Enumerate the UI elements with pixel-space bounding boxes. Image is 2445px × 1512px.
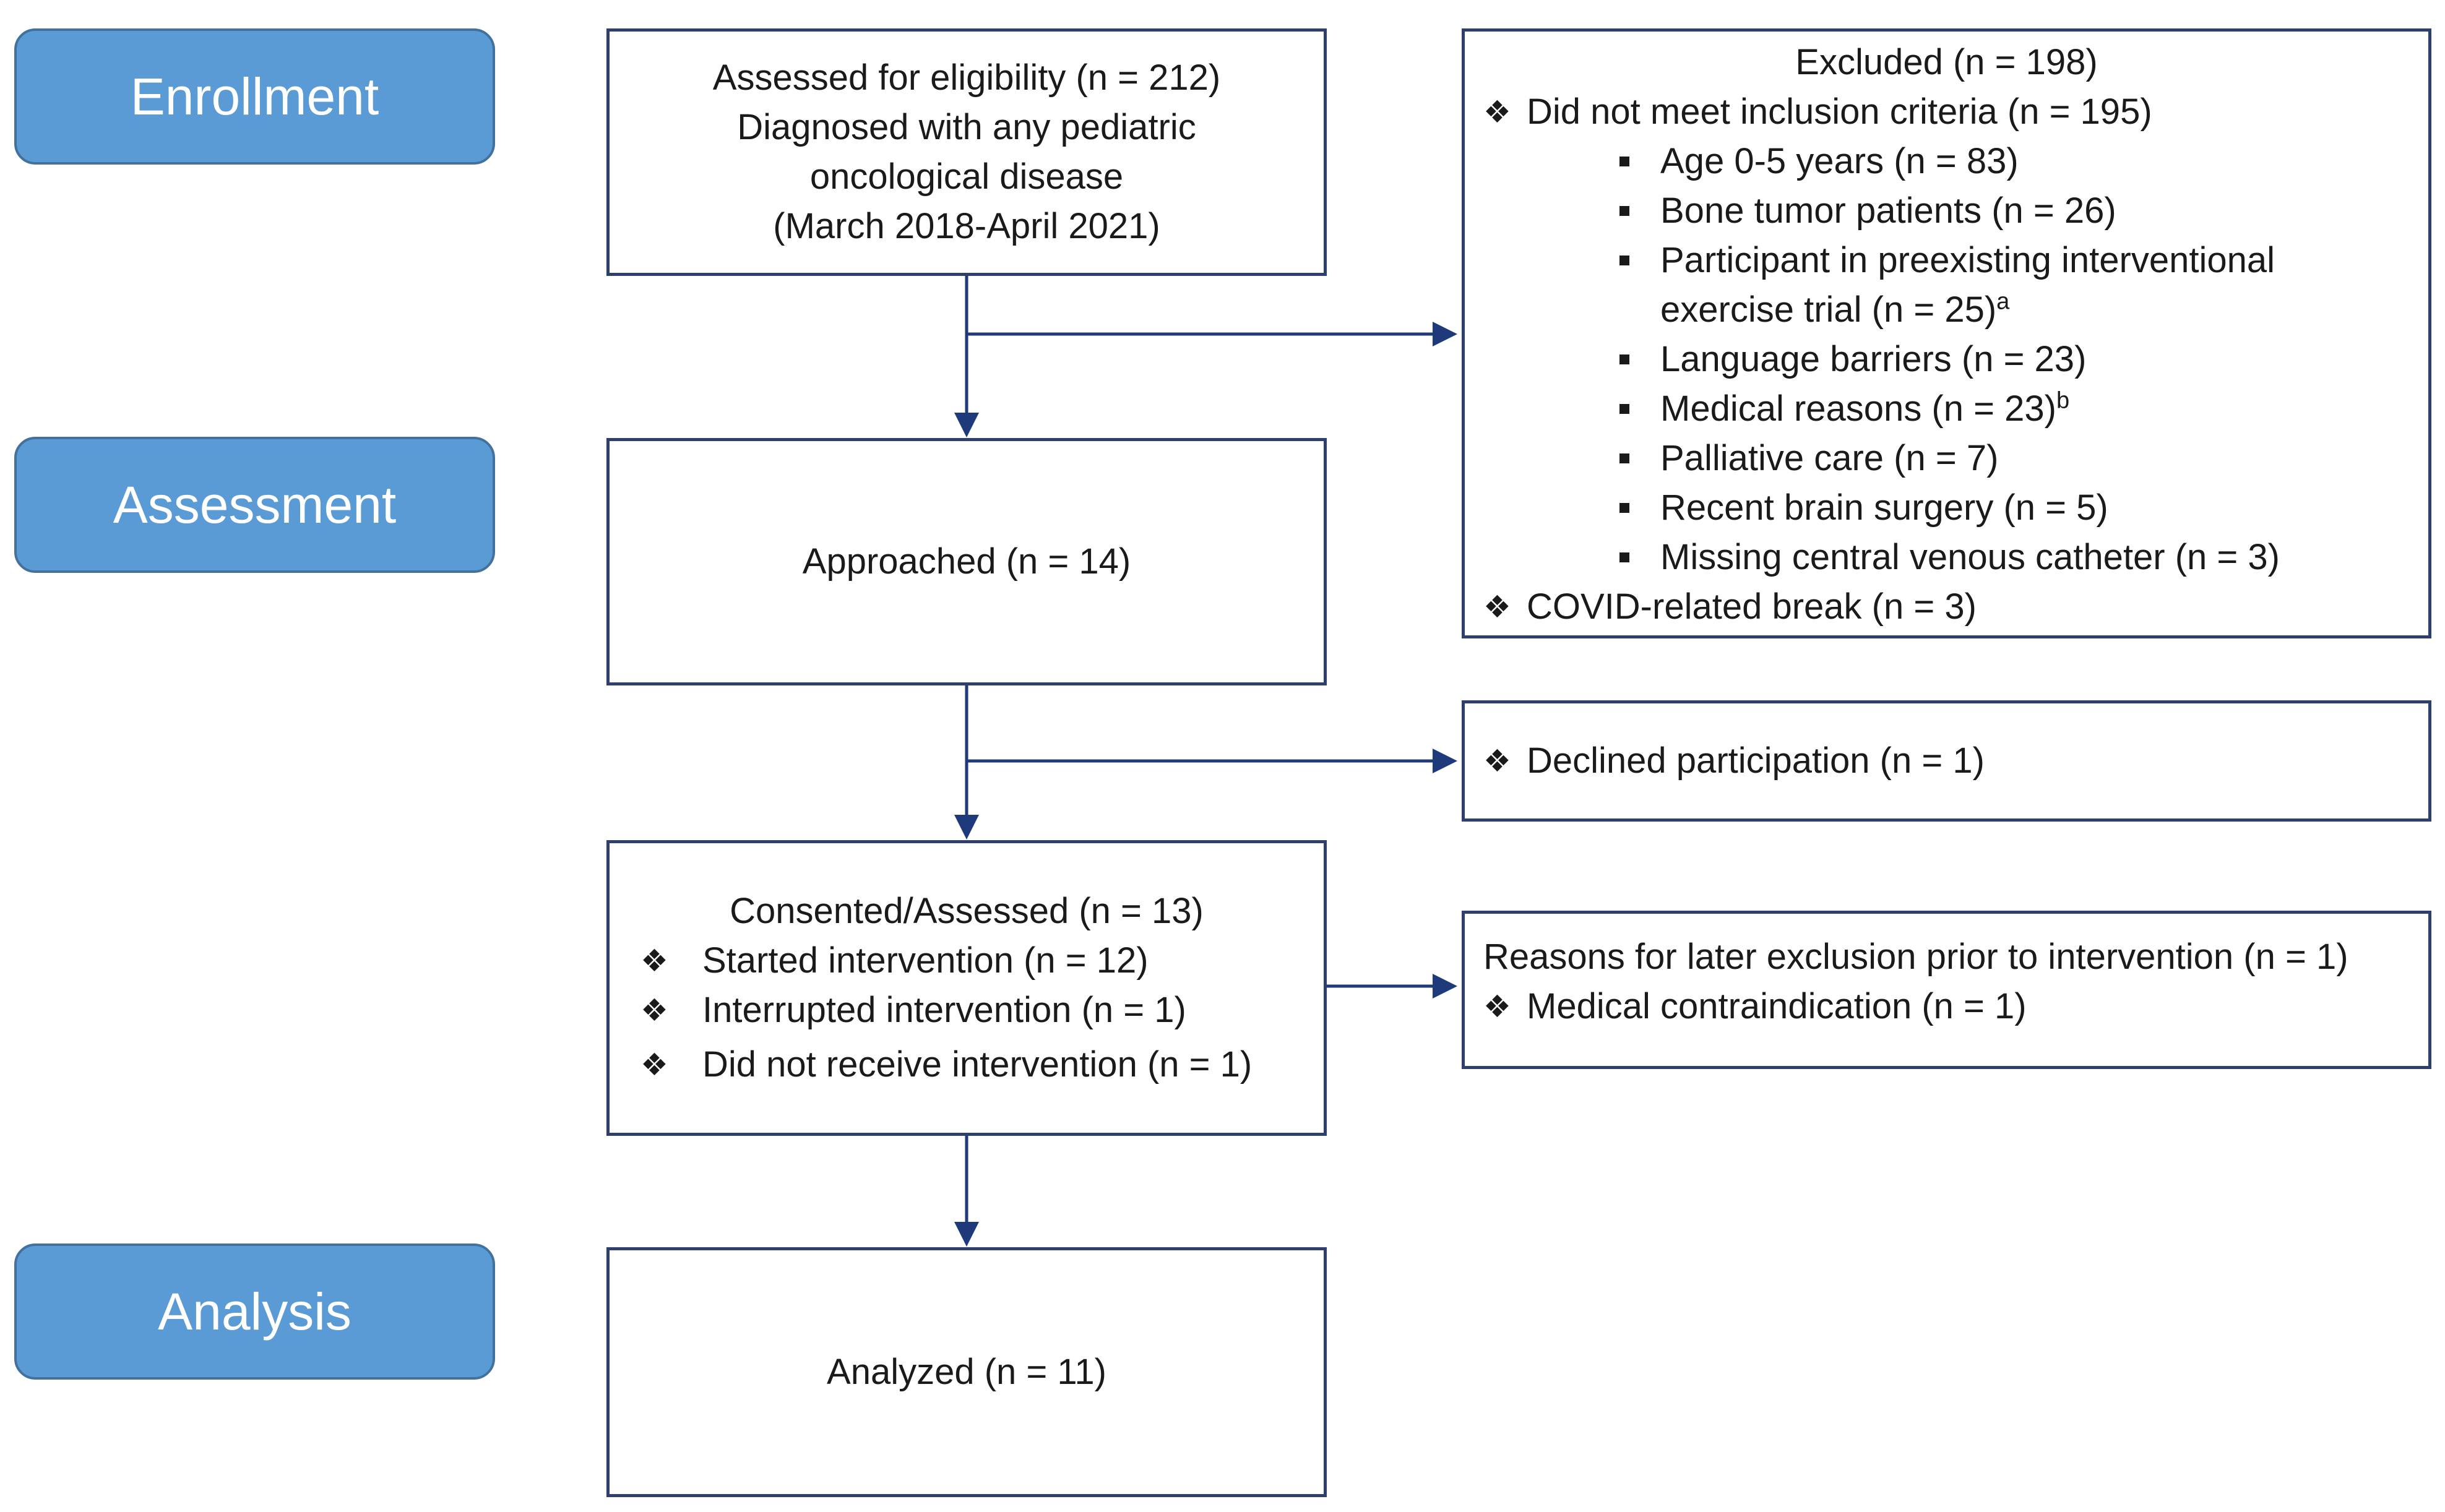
consented-item-text: Did not receive intervention (n = 1) — [702, 1044, 1253, 1085]
diamond-bullet-icon: ❖ — [640, 993, 668, 1028]
list-item: ❖ Interrupted intervention (n = 1) — [628, 986, 1324, 1035]
eligibility-box: Assessed for eligibility (n = 212) Diagn… — [606, 28, 1327, 276]
criterion-text: Recent brain surgery (n = 5) — [1660, 488, 2108, 528]
criterion-text: Palliative care (n = 7) — [1660, 438, 1999, 478]
diamond-bullet-icon: ❖ — [1483, 989, 1511, 1024]
list-item: Bone tumor patients (n = 26) — [1619, 186, 2428, 236]
square-bullet-icon — [1619, 404, 1629, 414]
consented-title: Consented/Assessed (n = 13) — [730, 891, 1204, 931]
later-exclusion-title: Reasons for later exclusion prior to int… — [1483, 937, 2348, 977]
criterion-text: Medical reasons (n = 23) — [1660, 389, 2056, 429]
diamond-bullet-icon: ❖ — [1483, 95, 1511, 129]
eligibility-line-4: (March 2018-April 2021) — [773, 206, 1160, 246]
eligibility-line-2: Diagnosed with any pediatric — [737, 107, 1196, 147]
declined-box: ❖ Declined participation (n = 1) — [1462, 700, 2431, 822]
list-item: Missing central venous catheter (n = 3) — [1619, 533, 2428, 582]
excluded-inclusion-header: ❖ Did not meet inclusion criteria (n = 1… — [1483, 87, 2428, 137]
list-item: ❖ Did not receive intervention (n = 1) — [628, 1040, 1324, 1089]
inclusion-criteria-list: Age 0-5 years (n = 83) Bone tumor patien… — [1619, 137, 2428, 582]
diamond-bullet-icon: ❖ — [640, 1047, 668, 1082]
footnote-marker: b — [2056, 387, 2070, 414]
square-bullet-icon — [1619, 453, 1629, 463]
list-item: Language barriers (n = 23) — [1619, 335, 2428, 384]
analyzed-text: Analyzed (n = 11) — [827, 1352, 1106, 1392]
list-item: Age 0-5 years (n = 83) — [1619, 137, 2428, 186]
criterion-text: Bone tumor patients (n = 26) — [1660, 191, 2116, 231]
declined-item: ❖ Declined participation (n = 1) — [1483, 736, 1985, 786]
diamond-bullet-icon: ❖ — [1483, 744, 1511, 778]
square-bullet-icon — [1619, 552, 1629, 562]
stage-label-analysis: Analysis — [14, 1244, 495, 1380]
list-item: Palliative care (n = 7) — [1619, 434, 2428, 483]
square-bullet-icon — [1619, 256, 1629, 265]
later-exclusion-item: ❖ Medical contraindication (n = 1) — [1483, 982, 2428, 1031]
later-exclusion-box: Reasons for later exclusion prior to int… — [1462, 911, 2431, 1069]
excluded-box: Excluded (n = 198) ❖ Did not meet inclus… — [1462, 28, 2431, 638]
square-bullet-icon — [1619, 157, 1629, 166]
square-bullet-icon — [1619, 503, 1629, 513]
approached-text: Approached (n = 14) — [802, 541, 1131, 582]
list-item: Medical reasons (n = 23)b — [1619, 384, 2428, 434]
criterion-text: Missing central venous catheter (n = 3) — [1660, 537, 2280, 577]
list-item: Participant in preexisting interventiona… — [1619, 236, 2428, 335]
eligibility-line-1: Assessed for eligibility (n = 212) — [712, 58, 1221, 98]
consented-item-text: Started intervention (n = 12) — [702, 940, 1149, 981]
diamond-bullet-icon: ❖ — [1483, 590, 1511, 624]
stage-label-enrollment: Enrollment — [14, 28, 495, 165]
criterion-text: Language barriers (n = 23) — [1660, 339, 2087, 379]
criterion-text: Participant in preexisting interventiona… — [1660, 240, 2275, 330]
excluded-covid: ❖ COVID-related break (n = 3) — [1483, 582, 2428, 632]
square-bullet-icon — [1619, 354, 1629, 364]
list-item: Recent brain surgery (n = 5) — [1619, 483, 2428, 533]
analyzed-box: Analyzed (n = 11) — [606, 1247, 1327, 1497]
approached-box: Approached (n = 14) — [606, 438, 1327, 685]
stage-label-assessment: Assessment — [14, 437, 495, 573]
square-bullet-icon — [1619, 206, 1629, 216]
later-exclusion-text: Medical contraindication (n = 1) — [1527, 986, 2027, 1026]
excluded-title: Excluded (n = 198) — [1795, 42, 2098, 82]
consented-item-text: Interrupted intervention (n = 1) — [702, 990, 1186, 1030]
criterion-text: Age 0-5 years (n = 83) — [1660, 141, 2019, 181]
inclusion-header-text: Did not meet inclusion criteria (n = 195… — [1527, 92, 2152, 132]
consented-box: Consented/Assessed (n = 13) ❖ Started int… — [606, 840, 1327, 1136]
covid-text: COVID-related break (n = 3) — [1527, 586, 1977, 627]
list-item: ❖ Started intervention (n = 12) — [628, 936, 1324, 986]
eligibility-line-3: oncological disease — [809, 157, 1124, 197]
footnote-marker: a — [1996, 288, 2010, 315]
diamond-bullet-icon: ❖ — [640, 943, 668, 978]
declined-text: Declined participation (n = 1) — [1527, 741, 1985, 781]
